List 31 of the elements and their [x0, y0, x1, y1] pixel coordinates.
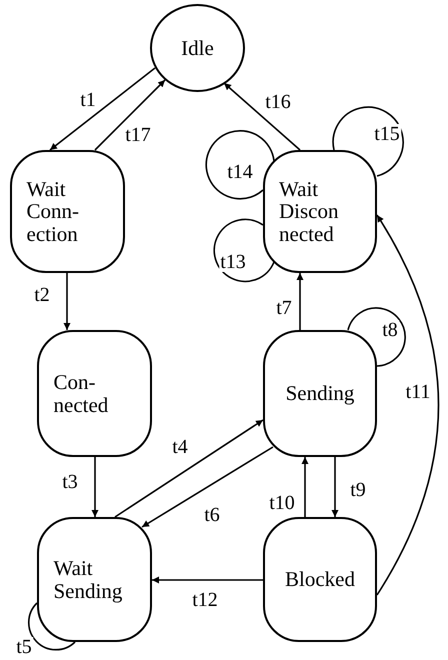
self-loop — [205, 130, 275, 200]
transition-arrow — [142, 446, 274, 528]
state-name: Idle — [181, 36, 214, 60]
state-name: Wait Conn- ection — [26, 178, 80, 245]
transition-arrow — [92, 457, 98, 517]
state-name: Blocked — [285, 568, 355, 591]
self-loop — [347, 307, 406, 367]
state-box — [263, 517, 377, 642]
state-name: Con- nected — [54, 371, 110, 416]
transition-arrow — [114, 419, 264, 518]
edge-label: t13 — [219, 252, 247, 272]
self-loop — [28, 602, 76, 650]
state-box — [37, 517, 152, 642]
transition-arrow — [64, 273, 70, 330]
transition-arrow — [376, 214, 440, 596]
transition-arrow — [152, 576, 263, 584]
self-loop — [332, 106, 404, 177]
transition-arrow — [296, 273, 304, 330]
state-box — [10, 150, 125, 273]
state-name: Wait Sending — [54, 557, 124, 602]
transition-arrow — [223, 82, 301, 151]
state-box — [37, 330, 152, 457]
transition-arrow — [50, 67, 156, 151]
state-box — [263, 150, 377, 273]
transition-arrow — [302, 457, 308, 517]
state-name: Wait Discon nected — [279, 178, 340, 245]
transition-arrow — [332, 457, 338, 517]
state-name: Sending — [286, 382, 354, 405]
self-loop — [214, 218, 275, 282]
transition-arrow — [94, 79, 166, 151]
state-box — [263, 330, 377, 457]
